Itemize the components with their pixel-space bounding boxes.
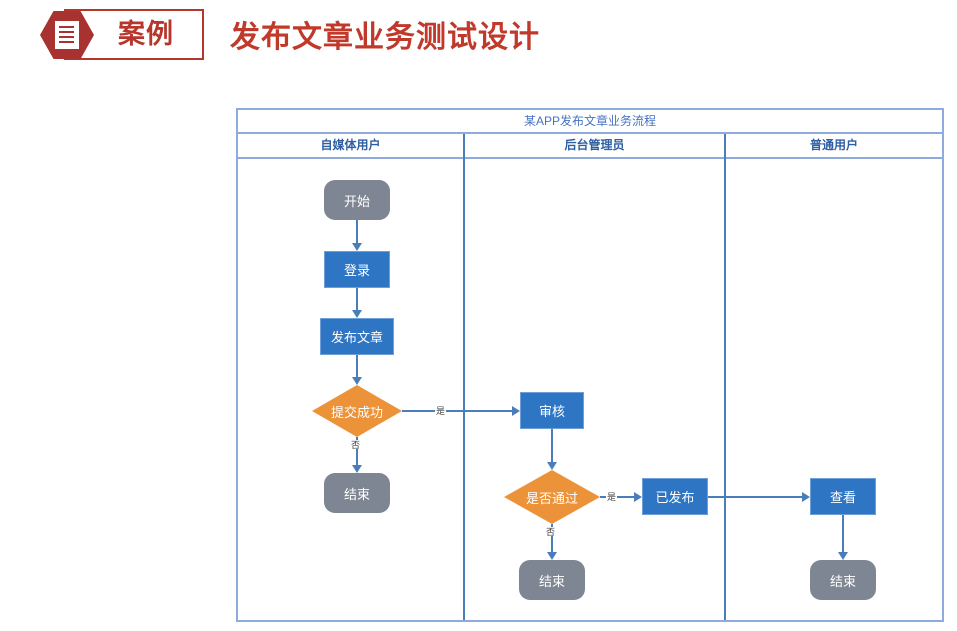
connector-submit-no (356, 437, 358, 470)
lane-header-normal-user: 普通用户 (809, 138, 858, 152)
arrowhead-login-to-publish (352, 310, 362, 318)
connector-submit-yes (402, 410, 516, 412)
document-hexagon-icon (40, 11, 94, 59)
edge-label-submit-yes: 是 (435, 404, 447, 417)
node-end-normal-user[interactable]: 结束 (810, 560, 876, 600)
node-published[interactable]: 已发布 (642, 478, 708, 515)
node-publish-article[interactable]: 发布文章 (320, 318, 394, 355)
node-start[interactable]: 开始 (324, 180, 390, 220)
connector-view-to-end (842, 515, 844, 557)
node-submit-success[interactable]: 提交成功 (312, 385, 402, 437)
node-is-approved-label: 是否通过 (525, 490, 578, 506)
lane-divider-2 (724, 134, 726, 620)
connector-approved-no (551, 524, 553, 557)
arrowhead-published-to-view (802, 492, 810, 502)
node-end-self-media[interactable]: 结束 (324, 473, 390, 513)
case-badge: 案例 (40, 9, 204, 62)
node-submit-success-label: 提交成功 (330, 404, 383, 420)
edge-label-submit-no: 否 (348, 440, 363, 449)
edge-label-approved-no: 否 (543, 527, 558, 536)
arrowhead-approved-no (547, 552, 557, 560)
node-is-approved[interactable]: 是否通过 (504, 470, 600, 524)
arrowhead-view-to-end (838, 552, 848, 560)
page-header: 案例 发布文章业务测试设计 (0, 0, 957, 78)
connector-published-to-view (708, 496, 806, 498)
node-view[interactable]: 查看 (810, 478, 876, 515)
document-glyph (55, 21, 79, 49)
arrowhead-publish-to-submit (352, 377, 362, 385)
node-login[interactable]: 登录 (324, 251, 390, 288)
page-title: 发布文章业务测试设计 (230, 21, 540, 54)
swimlane-diagram: 某APP发布文章业务流程 自媒体用户 后台管理员 普通用户 开始 登录 发布文章… (236, 108, 944, 622)
arrowhead-submit-yes (512, 406, 520, 416)
node-review[interactable]: 审核 (520, 392, 584, 429)
connector-login-to-publish (356, 288, 358, 315)
node-end-admin[interactable]: 结束 (519, 560, 585, 600)
case-badge-label: 案例 (118, 19, 174, 49)
lane-header-admin: 后台管理员 (564, 138, 625, 152)
arrowhead-submit-no (352, 465, 362, 473)
edge-label-approved-yes: 是 (606, 490, 618, 503)
connector-approved-yes (600, 496, 638, 498)
lane-divider-1 (463, 134, 465, 620)
arrowhead-approved-yes (634, 492, 642, 502)
lane-header-row: 自媒体用户 后台管理员 普通用户 (238, 134, 942, 159)
connector-review-to-approve (551, 429, 553, 468)
arrowhead-review-to-approve (547, 462, 557, 470)
connector-start-to-login (356, 220, 358, 247)
diagram-title: 某APP发布文章业务流程 (238, 110, 942, 134)
lane-header-self-media: 自媒体用户 (320, 138, 381, 152)
connector-publish-to-submit (356, 355, 358, 383)
arrowhead-start-to-login (352, 243, 362, 251)
